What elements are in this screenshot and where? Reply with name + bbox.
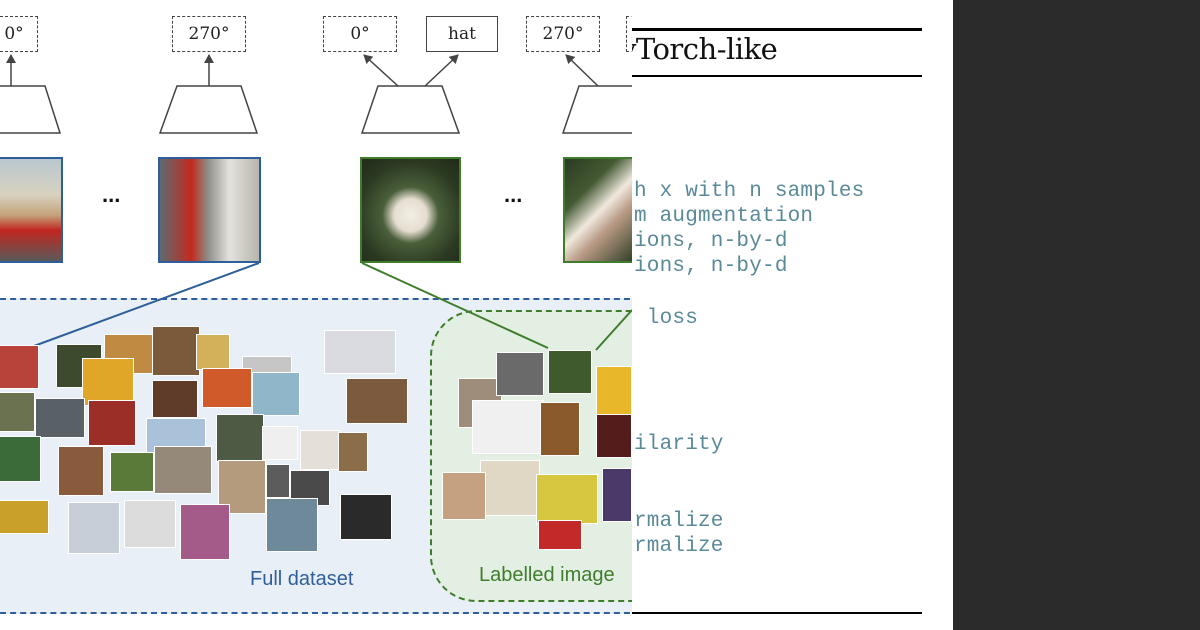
rotation-label: 270° [526,16,600,52]
rotation-label: 270° [172,16,246,52]
code-line: ions, n-by-d [634,255,788,278]
woman-hat-rotated-image [563,157,632,263]
paper-title: yTorch-like [620,32,778,66]
code-line: m augmentation [634,205,814,228]
encoder-trapezoid [158,85,259,134]
rotation-label: 0° [0,16,38,52]
unlabelled-connector [33,262,260,347]
diagram-lines [0,54,632,351]
tram-image [0,157,63,263]
ellipsis: ... [102,182,121,207]
encoder-trapezoid [561,85,632,134]
encoder-trapezoid [360,85,461,134]
arrow [565,54,599,87]
code-line: rmalize [634,510,724,533]
bottom-rule [620,612,922,614]
rotation-label-cut [626,16,632,52]
labelled-images-caption: Labelled image [479,564,615,586]
encoder-trapezoid [0,85,62,134]
code-line: h x with n samples [634,180,865,203]
rotation-label: 0° [323,16,397,52]
labelled-connector [361,262,549,349]
arrow [363,54,399,87]
paper-page: yTorch-like h x with n samples m augment… [620,0,953,630]
tram-rotated-image [158,157,261,263]
header-rule [620,75,922,77]
code-line: rmalize [634,535,724,558]
ellipsis: ... [504,182,523,207]
background-panel [952,0,1200,630]
full-dataset-caption: Full dataset [250,568,354,590]
labelled-connector [595,309,632,351]
arrow [424,54,459,87]
ssl-diagram: 0° 270° 0° hat 270° ... ... [0,0,632,630]
code-line: ilarity [634,433,724,456]
class-label: hat [426,16,498,52]
code-line: loss [634,307,699,330]
woman-hat-image [360,157,461,263]
top-rule [620,28,922,31]
code-line: ions, n-by-d [634,230,788,253]
